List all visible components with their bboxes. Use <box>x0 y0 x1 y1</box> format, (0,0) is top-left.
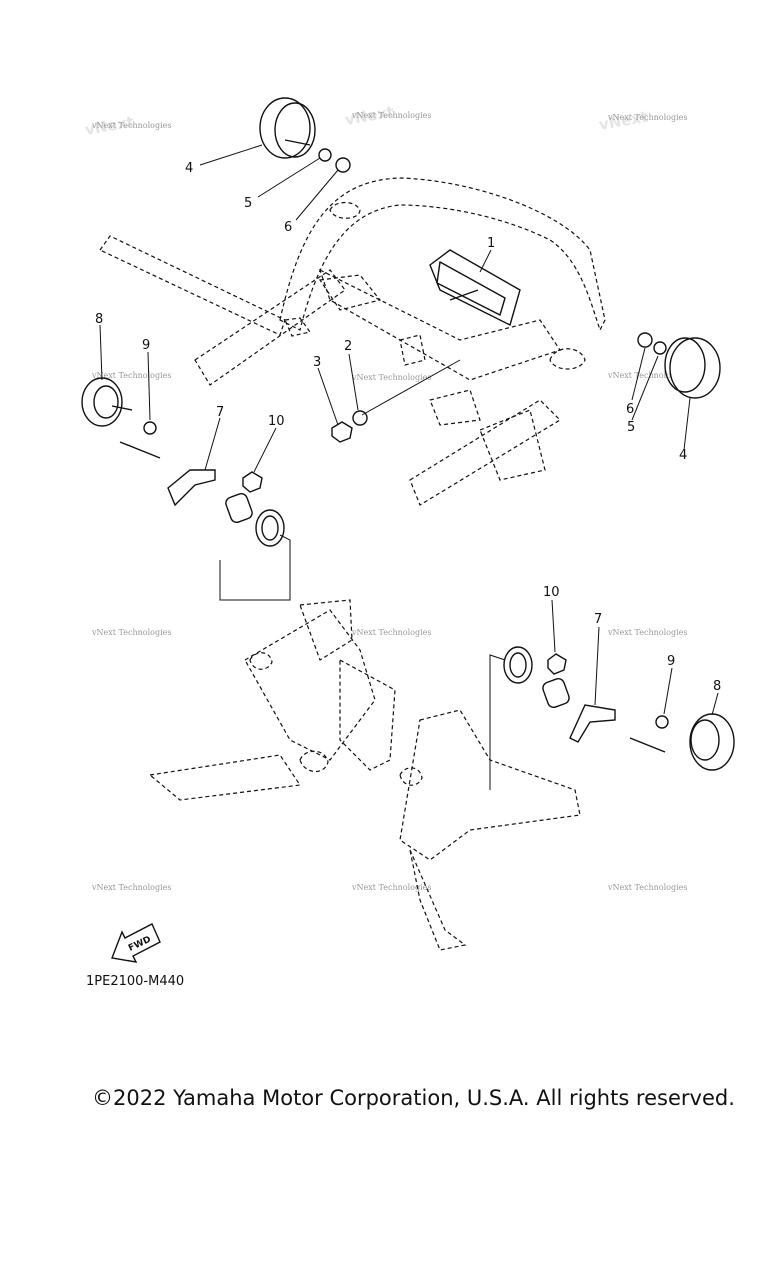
callout-8: 8 <box>713 679 721 694</box>
copyright-notice: ©2022 Yamaha Motor Corporation, U.S.A. A… <box>92 1086 735 1110</box>
watermarks: vNext vNext Technologies vNext vNext Tec… <box>84 103 688 892</box>
part-4-grommet-top <box>259 97 316 159</box>
bolt-left <box>119 441 161 459</box>
lower-left-bracket <box>148 599 396 801</box>
callout-10: 10 <box>543 585 560 600</box>
callout-4: 4 <box>679 448 687 463</box>
callout-5: 5 <box>244 196 252 211</box>
watermark: vNext Technologies <box>351 883 431 892</box>
watermark: vNext Technologies <box>91 121 171 130</box>
watermark: vNext Technologies <box>91 883 171 892</box>
bushing-right <box>503 646 533 684</box>
part-9-washer-left <box>143 421 157 435</box>
callouts: 1 2 3 4 5 6 6 5 4 8 9 7 10 10 7 9 8 <box>95 161 721 694</box>
watermark: vNext Technologies <box>607 371 687 380</box>
part-10-nut-right <box>547 653 567 675</box>
callout-3: 3 <box>313 355 321 370</box>
callout-7: 7 <box>594 612 602 627</box>
bolt-right <box>629 737 666 753</box>
fwd-arrow-icon: FWD <box>111 923 161 963</box>
part-7-bracket-right <box>569 704 616 743</box>
part-1-damper <box>429 249 521 327</box>
callout-6: 6 <box>626 402 634 417</box>
drawing-code: 1PE2100-M440 <box>86 974 185 989</box>
watermark: vNext Technologies <box>91 628 171 637</box>
callout-8: 8 <box>95 312 103 327</box>
callout-6: 6 <box>284 220 292 235</box>
callout-leaders <box>99 144 719 716</box>
watermark: vNext Technologies <box>607 883 687 892</box>
callout-4: 4 <box>185 161 193 176</box>
part-5-washer-right <box>653 341 667 355</box>
callout-9: 9 <box>142 338 150 353</box>
callout-1: 1 <box>487 236 495 251</box>
watermark: vNext Technologies <box>351 373 431 382</box>
watermark: vNext Technologies <box>607 113 687 122</box>
callout-7: 7 <box>216 405 224 420</box>
watermark: vNext Technologies <box>351 628 431 637</box>
watermark: vNext Technologies <box>91 371 171 380</box>
part-5-washer-top <box>318 148 332 162</box>
lower-right-bracket <box>399 709 581 951</box>
part-6-washer-top <box>335 157 351 173</box>
callout-9: 9 <box>667 654 675 669</box>
watermark: vNext Technologies <box>351 111 431 120</box>
part-7-bracket-left <box>167 469 216 507</box>
part-4-grommet-right <box>664 337 721 399</box>
part-10-nut-left <box>242 471 263 493</box>
frame-assembly <box>99 177 606 506</box>
callout-10: 10 <box>268 414 285 429</box>
callout-2: 2 <box>344 339 352 354</box>
part-8-grommet-right <box>689 713 735 771</box>
part-3-nut <box>331 421 353 443</box>
watermark: vNext Technologies <box>607 628 687 637</box>
part-8-grommet-left <box>81 377 133 427</box>
bushing-left <box>255 509 285 547</box>
part-9-washer-right <box>655 715 669 729</box>
collar-left <box>225 493 253 523</box>
callout-5: 5 <box>627 420 635 435</box>
part-6-washer-right <box>637 332 653 348</box>
collar-right <box>542 678 570 708</box>
